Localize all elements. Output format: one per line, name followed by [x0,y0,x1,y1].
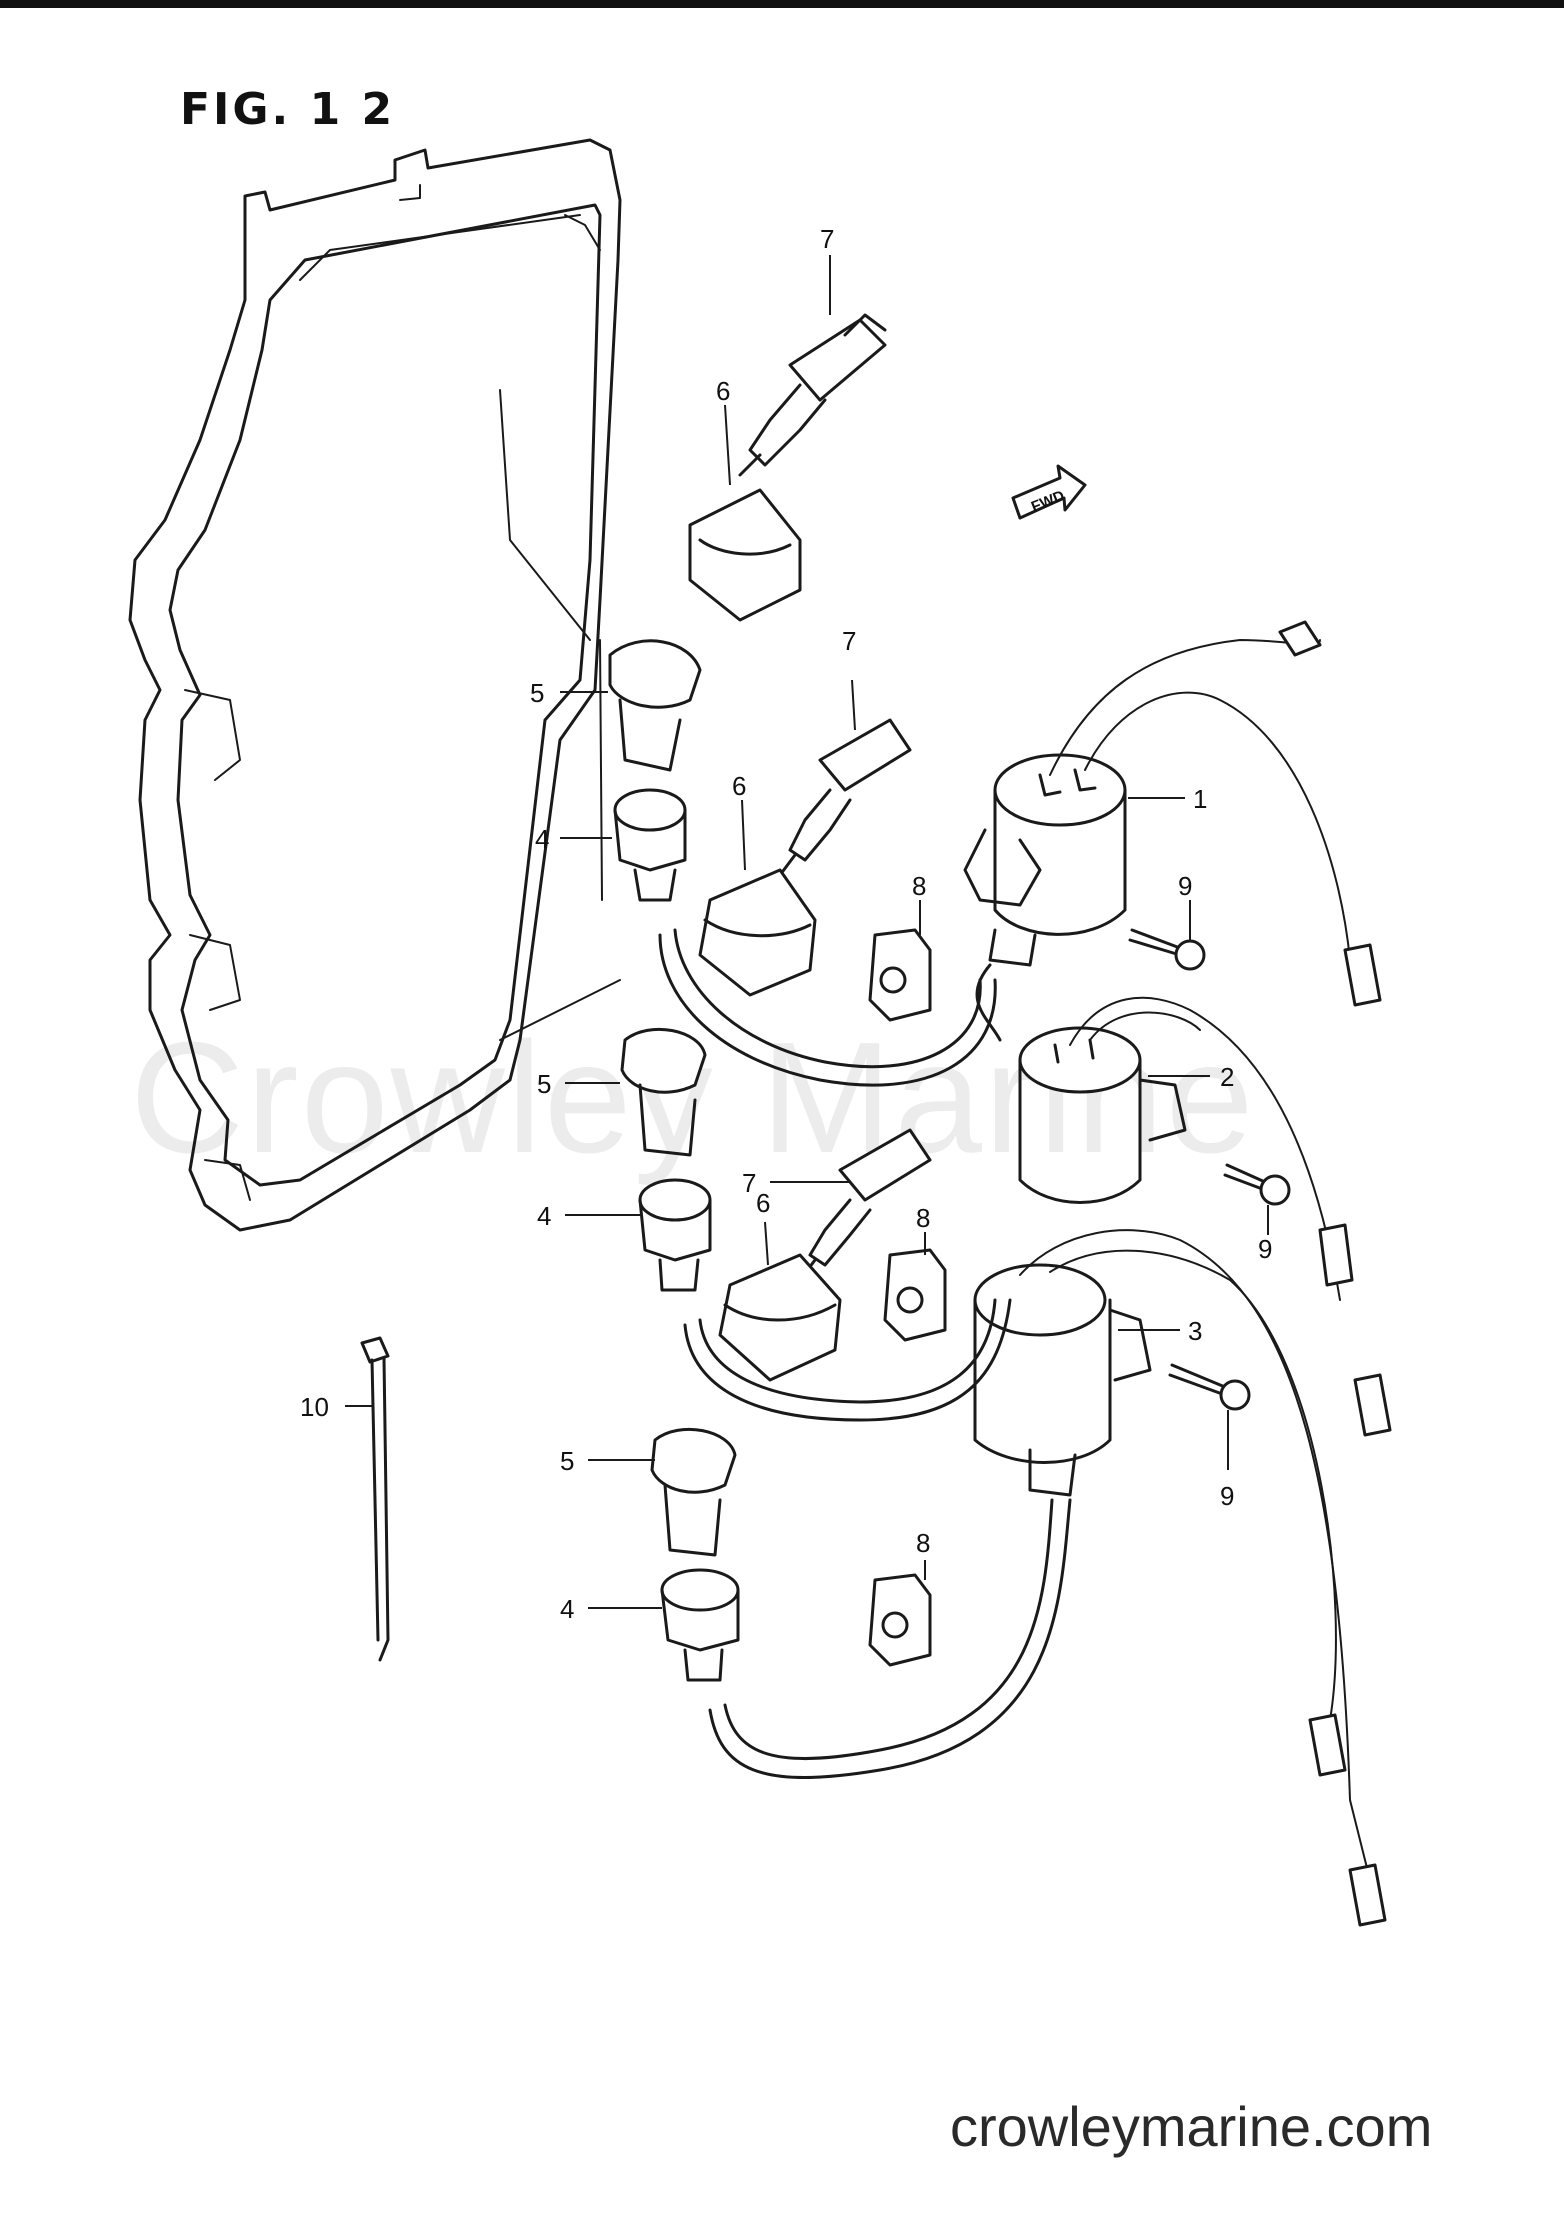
callout-4: 4 [560,1594,574,1624]
grommet-upper [613,788,687,902]
ignition-coil-2 [1018,1026,1187,1204]
screw-lower [1168,1363,1251,1411]
clip-lower [868,1573,932,1667]
clip-upper [868,928,932,1022]
callout-7: 7 [842,626,856,656]
boot-upper [608,639,702,772]
callout-10: 10 [300,1392,329,1422]
screw-middle [1223,1163,1291,1206]
callout-6: 6 [716,376,730,406]
callout-8: 8 [912,871,926,901]
clip-middle [883,1248,947,1342]
callout-leaders [345,255,1269,1609]
callout-9: 9 [1220,1481,1234,1511]
boot-lower [650,1427,737,1557]
ignition-coil-3 [973,1263,1152,1497]
footer-website: crowleymarine.com [950,2095,1433,2158]
callout-6: 6 [756,1188,770,1218]
callout-4: 4 [537,1201,551,1231]
ignition-coil-1 [963,753,1127,1042]
callout-8: 8 [916,1203,930,1233]
plug-cap-upper [688,488,802,622]
screw-upper [1128,928,1206,971]
plug-cap-middle [698,868,817,997]
callout-9: 9 [1258,1234,1272,1264]
callout-7: 7 [820,224,834,254]
callout-1: 1 [1193,784,1207,814]
callout-3: 3 [1188,1316,1202,1346]
spark-plug-middle [778,718,912,877]
callout-6: 6 [732,771,746,801]
spark-plug-upper [738,313,887,477]
callout-8: 8 [916,1528,930,1558]
callout-4: 4 [535,824,549,854]
callout-9: 9 [1178,871,1192,901]
top-border [0,0,1564,8]
callout-2: 2 [1220,1062,1234,1092]
high-tension-leads [658,928,1072,1779]
boot-middle [620,1027,707,1157]
callout-7: 7 [742,1168,756,1198]
callout-5: 5 [537,1069,551,1099]
fwd-direction-arrow: FWD [1011,464,1087,520]
figure-title: FIG. 1 2 [180,84,396,135]
ignition-cover [128,138,622,1232]
cable-tie [360,1336,390,1662]
primary-wires [1019,620,1392,1927]
plug-cap-lower [718,1253,842,1382]
callout-5: 5 [530,678,544,708]
grommet-middle [638,1178,712,1292]
grommet-lower [660,1568,740,1682]
callout-numbers: 7 6 5 4 7 6 1 8 9 5 2 7 4 9 6 8 3 10 5 9… [300,224,1272,1624]
callout-5: 5 [560,1446,574,1476]
